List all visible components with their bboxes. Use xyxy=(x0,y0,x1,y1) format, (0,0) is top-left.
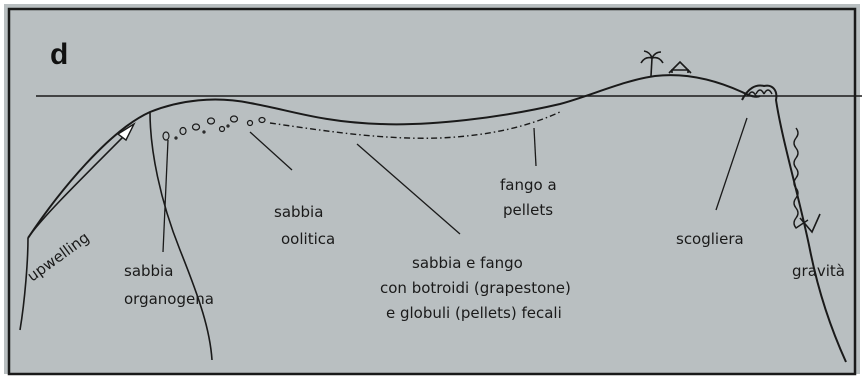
leader-sabbia-fango xyxy=(356,143,461,235)
gravity-arrow-line xyxy=(793,127,809,229)
inner-slope-line xyxy=(149,111,213,361)
label-sabbia-organogena-1: sabbia xyxy=(124,262,173,280)
label-sabbia-oolitica-1: sabbia xyxy=(274,203,323,221)
inner-border xyxy=(7,7,857,376)
facies-boundary-line xyxy=(269,111,561,139)
label-sabbia-fango-2: con botroidi (grapestone) xyxy=(380,279,571,297)
label-sabbia-fango-3: e globuli (pellets) fecali xyxy=(386,304,562,322)
label-sabbia-oolitica-2: oolitica xyxy=(281,230,335,248)
upwelling-slope-line xyxy=(27,129,131,239)
leader-fango-pellets xyxy=(533,127,537,167)
palm-tree-icon xyxy=(640,50,664,77)
gravity-arrow-icon xyxy=(799,213,821,234)
panel-letter: d xyxy=(50,38,68,71)
left-slope-line xyxy=(19,237,29,331)
label-gravita: gravità xyxy=(792,262,845,280)
label-sabbia-fango-1: sabbia e fango xyxy=(412,254,523,272)
reef-coral-icon xyxy=(747,89,773,97)
reef-slope xyxy=(741,84,847,363)
leader-sabbia-organogena xyxy=(162,139,169,253)
label-sabbia-organogena-2: organogena xyxy=(124,290,214,308)
hut-icon xyxy=(668,60,692,74)
leader-scogliera xyxy=(715,117,748,211)
label-scogliera: scogliera xyxy=(676,230,744,248)
leader-sabbia-oolitica xyxy=(249,131,293,171)
label-fango-pellets-1: fango a xyxy=(500,176,557,194)
label-fango-pellets-2: pellets xyxy=(503,201,553,219)
upwelling-arrow-icon xyxy=(116,122,136,142)
oolite-dots xyxy=(162,115,266,141)
